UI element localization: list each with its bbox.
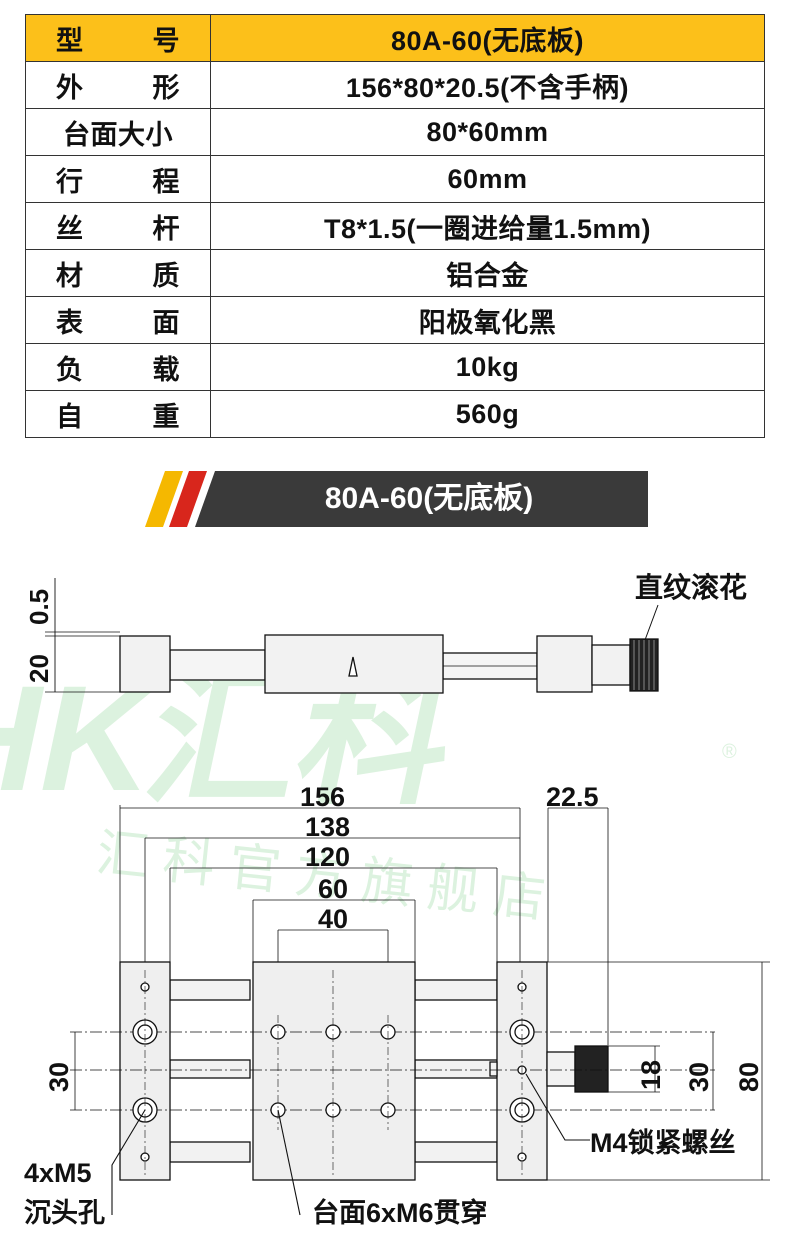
dim-left-30: 30 <box>44 1062 74 1092</box>
spec-header-row: 型号 80A-60(无底板) <box>25 14 765 62</box>
dim-120: 120 <box>305 842 350 872</box>
watermark-registered: ® <box>722 741 737 763</box>
top-view <box>70 805 770 1216</box>
spec-label: 材质 <box>25 249 211 297</box>
side-end-block-right <box>536 635 593 693</box>
spec-row-table-size: 台面大小 80*60mm <box>25 108 765 156</box>
callout-countersink-type: 沉头孔 <box>24 1198 105 1228</box>
banner-background <box>195 471 648 527</box>
spec-row-surface: 表面 阳极氧化黑 <box>25 296 765 344</box>
handle-shaft <box>489 1061 498 1077</box>
side-handle-collar <box>591 644 631 686</box>
dim-right-30: 30 <box>684 1062 714 1092</box>
spec-row-size: 外形 156*80*20.5(不含手柄) <box>25 61 765 109</box>
spec-row-screw: 丝杆 T8*1.5(一圈进给量1.5mm) <box>25 202 765 250</box>
spec-value: 80*60mm <box>210 108 765 156</box>
spec-value: 60mm <box>210 155 765 203</box>
spec-label: 负载 <box>25 343 211 391</box>
dim-22-5: 22.5 <box>546 782 599 812</box>
callout-countersink-qty: 4xM5 <box>24 1158 92 1188</box>
spec-label: 表面 <box>25 296 211 344</box>
side-dim-top: 0.5 <box>24 589 54 625</box>
dim-right-80: 80 <box>734 1062 764 1092</box>
banner-title: 80A-60(无底板) <box>324 482 534 515</box>
spec-label: 行程 <box>25 155 211 203</box>
handle-stem <box>546 1051 576 1087</box>
dim-handle-18: 18 <box>636 1060 666 1090</box>
spec-row-weight: 自重 560g <box>25 390 765 438</box>
side-rod-left <box>169 649 266 681</box>
section-banner <box>145 471 648 527</box>
spec-value: T8*1.5(一圈进给量1.5mm) <box>210 202 765 250</box>
rod-top <box>169 979 251 1001</box>
spec-header-label: 型号 <box>25 14 211 62</box>
handle-knurl <box>574 1045 609 1093</box>
spec-row-load: 负载 10kg <box>25 343 765 391</box>
callout-lock-screw: M4锁紧螺丝 <box>590 1128 736 1158</box>
spec-value: 560g <box>210 390 765 438</box>
spec-table: 型号 80A-60(无底板) 外形 156*80*20.5(不含手柄) 台面大小… <box>25 14 765 438</box>
side-dim-height: 20 <box>24 654 54 683</box>
dim-156: 156 <box>300 782 345 812</box>
watermark: HK汇科 ® 汇 科 官 方 旗 舰 店 <box>0 656 737 930</box>
rod-top-r <box>414 979 498 1001</box>
spec-row-material: 材质 铝合金 <box>25 249 765 297</box>
dim-40: 40 <box>318 904 348 934</box>
dim-138: 138 <box>305 812 350 842</box>
spec-header-value: 80A-60(无底板) <box>210 14 765 62</box>
spec-label: 自重 <box>25 390 211 438</box>
callout-table-holes: 台面6xM6贯穿 <box>312 1198 488 1228</box>
spec-row-stroke: 行程 60mm <box>25 155 765 203</box>
spec-label: 台面大小 <box>25 108 211 156</box>
side-view <box>45 578 659 694</box>
technical-drawing: HK汇科 ® 汇 科 官 方 旗 舰 店 0.5 20 直纹滚花 <box>0 571 770 1216</box>
carriage <box>252 961 416 1181</box>
lead-screw <box>169 1059 251 1079</box>
spec-label: 丝杆 <box>25 202 211 250</box>
banner-stripe-yellow <box>145 471 183 527</box>
rod-bottom-r <box>414 1141 498 1163</box>
banner-stripe-red <box>169 471 207 527</box>
spec-label: 外形 <box>25 61 211 109</box>
spec-value: 铝合金 <box>210 249 765 297</box>
knurl-label: 直纹滚花 <box>635 571 747 603</box>
spec-value: 阳极氧化黑 <box>210 296 765 344</box>
dim-60: 60 <box>318 874 348 904</box>
lead-screw-r <box>414 1059 498 1079</box>
rod-bottom <box>169 1141 251 1163</box>
spec-value: 156*80*20.5(不含手柄) <box>210 61 765 109</box>
spec-value: 10kg <box>210 343 765 391</box>
side-end-block-left <box>119 635 171 693</box>
carriage-arrow-mark <box>348 656 358 677</box>
